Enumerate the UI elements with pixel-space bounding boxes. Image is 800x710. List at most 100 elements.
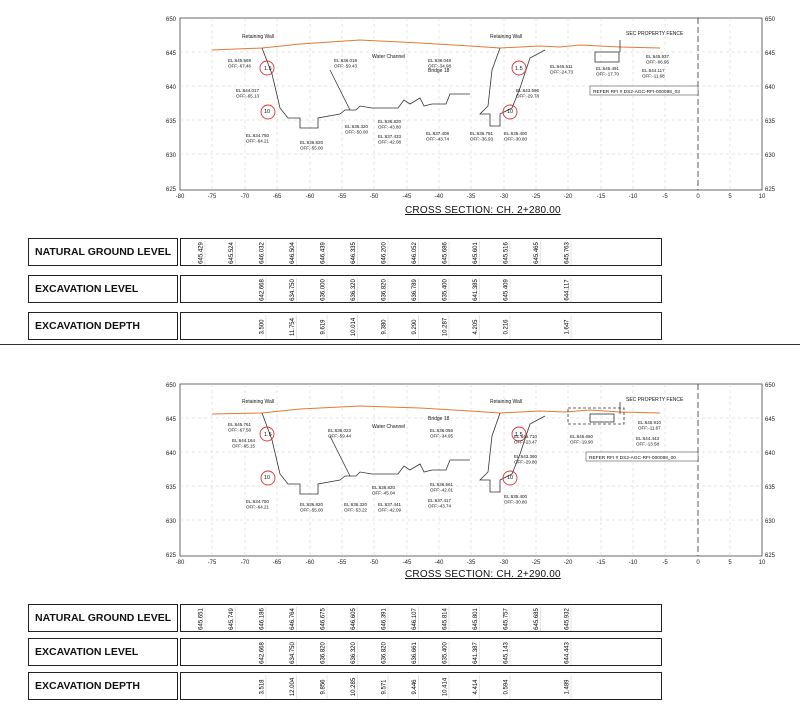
exc-depth-value: 0.216 [504,319,510,335]
exc-level-value: 635.400 [443,642,449,664]
x-tick: -10 [629,194,638,200]
exc-level-value: 645.409 [504,279,510,301]
ngl-value: 646.200 [382,242,388,264]
x-tick: -25 [532,194,541,200]
slope-label: 10 [507,475,513,481]
ngl-value: 646.391 [382,608,388,630]
ngl-value: 646.052 [412,242,418,264]
slope-marker [260,470,276,486]
slope-label: 1.5 [515,66,523,72]
y-tick-right: 650 [765,383,776,389]
y-tick: 625 [166,553,177,559]
slope-label: 10 [507,109,513,115]
y-tick: 640 [166,85,177,91]
exc-depth-value: 1.489 [565,679,571,695]
ngl-value: 645.524 [229,242,235,264]
ngl-value: 645.429 [199,242,205,264]
x-tick: -5 [662,560,668,566]
exc-depth-value: 3.500 [260,319,266,335]
x-tick: -45 [403,194,412,200]
exc-level-value: 634.750 [290,279,296,301]
x-tick: -55 [338,194,347,200]
exc-level-value: 636.789 [412,279,418,301]
section-plot-1: 650 645 640 635 630 625 650 645 640 635 … [166,17,776,200]
exc-depth-value: 9.619 [321,319,327,335]
x-tick: -20 [564,560,573,566]
exc-level-value: 636.661 [412,642,418,664]
ngl-value: 645.685 [534,608,540,630]
y-tick-right: 650 [765,17,776,23]
exc-depth-value: 4.414 [473,679,479,695]
x-tick: -15 [597,194,606,200]
x-tick: -75 [208,560,217,566]
water-channel-label: Water Channel [372,424,405,430]
exc-depth-value: 9.571 [382,679,388,695]
exc-depth-value: 0.594 [504,679,510,695]
ngl-row-label: NATURAL GROUND LEVEL [28,238,178,266]
water-channel-label: Water Channel [372,54,405,60]
slope-label: 10 [264,475,270,481]
ngl-value: 645.686 [443,242,449,264]
slope-label: 1.5 [264,66,272,72]
y-tick: 650 [166,17,177,23]
y-tick: 635 [166,119,177,125]
exc-depth-value: 10.414 [443,677,449,696]
x-tick: -50 [370,560,379,566]
x-tick: -15 [597,560,606,566]
exc-depth-value: 12.004 [290,677,296,696]
rfi-reference: REFER RFI # DS2-AGC-RFI-000098_03 [593,89,680,95]
exc-level-value: 636.320 [351,279,357,301]
x-tick: -45 [403,560,412,566]
y-tick: 640 [166,451,177,457]
y-tick-right: 635 [765,119,776,125]
x-tick: -35 [467,560,476,566]
x-tick: 10 [759,194,766,200]
exc-level-value: 644.443 [565,642,571,664]
slope-marker [502,470,518,486]
exc-depth-value: 10.014 [351,317,357,336]
exc-depth-value: 11.754 [290,317,296,336]
exc-depth-row-label: EXCAVATION DEPTH [28,672,178,700]
ngl-value: 646.605 [351,608,357,630]
y-tick: 635 [166,485,177,491]
ngl-value: 645.814 [443,608,449,630]
slope-label: 10 [264,109,270,115]
property-fence-label: SEC PROPERTY FENCE [626,397,684,403]
slope-marker [511,60,527,76]
y-tick: 630 [166,153,177,159]
ngl-value: 646.764 [290,608,296,630]
y-tick-right: 635 [765,485,776,491]
y-tick-right: 630 [765,153,776,159]
natural-ground-line [211,39,661,51]
exc-level-value: 645.143 [504,642,510,664]
ngl-value: 646.439 [321,242,327,264]
exc-level-value: 636.820 [321,642,327,664]
ngl-value: 645.601 [473,242,479,264]
x-tick: -80 [176,194,185,200]
exc-level-value: 644.117 [565,279,571,301]
exc-level-value: 641.385 [473,279,479,301]
